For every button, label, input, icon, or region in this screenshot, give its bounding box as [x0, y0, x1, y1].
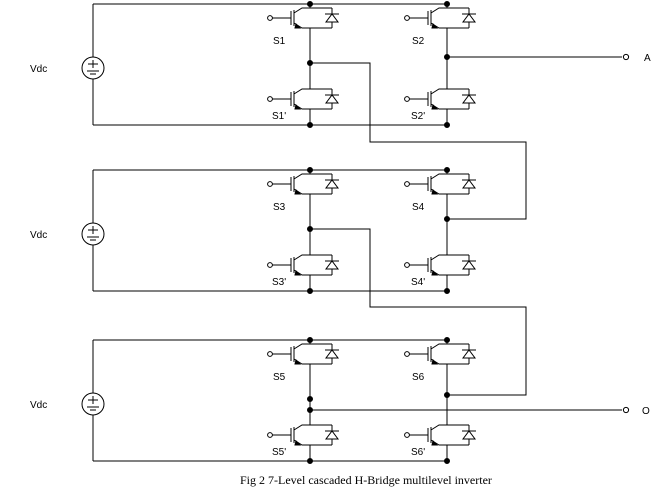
vdc-label: Vdc — [30, 64, 47, 75]
igbt-switch-icon — [404, 424, 476, 446]
switch-label: S2 — [412, 36, 425, 47]
vdc-label: Vdc — [30, 230, 47, 241]
switch-label: S5 — [273, 372, 286, 383]
igbt-switch-icon — [404, 173, 476, 195]
igbt-switch-icon — [404, 88, 476, 110]
igbt-switch-icon — [267, 173, 339, 195]
figure-caption: Fig 2 7-Level cascaded H-Bridge multilev… — [240, 473, 492, 487]
switch-label: S4' — [411, 277, 425, 288]
switch-label: S6' — [411, 447, 425, 458]
terminal-a: A — [622, 53, 651, 64]
dc-source-icon — [81, 392, 105, 416]
terminal-o: O — [622, 406, 650, 417]
vdc-label: Vdc — [30, 400, 47, 411]
igbt-switch-icon — [267, 88, 339, 110]
igbt-switch-icon — [404, 7, 476, 29]
igbt-switch-icon — [267, 7, 339, 29]
terminal-o-node — [622, 406, 630, 414]
dc-source-icon — [81, 56, 105, 80]
igbt-switch-icon — [267, 424, 339, 446]
igbt-switch-icon — [404, 254, 476, 276]
switch-label: S3 — [273, 202, 286, 213]
igbt-switch-icon — [267, 254, 339, 276]
terminal-o-label: O — [642, 406, 650, 417]
switch-label: S2' — [411, 111, 425, 122]
switch-label: S1' — [272, 111, 286, 122]
igbt-switch-icon — [267, 343, 339, 365]
switch-label: S3' — [272, 277, 286, 288]
switch-label: S1 — [273, 36, 286, 47]
switch-label: S5' — [272, 447, 286, 458]
dc-source-icon — [81, 222, 105, 246]
interconnect-wires — [310, 56, 622, 411]
switch-label: S4 — [412, 202, 425, 213]
terminal-a-node — [622, 53, 630, 61]
terminal-a-label: A — [644, 53, 651, 64]
igbt-switch-icon — [404, 343, 476, 365]
switch-label: S6 — [412, 372, 425, 383]
